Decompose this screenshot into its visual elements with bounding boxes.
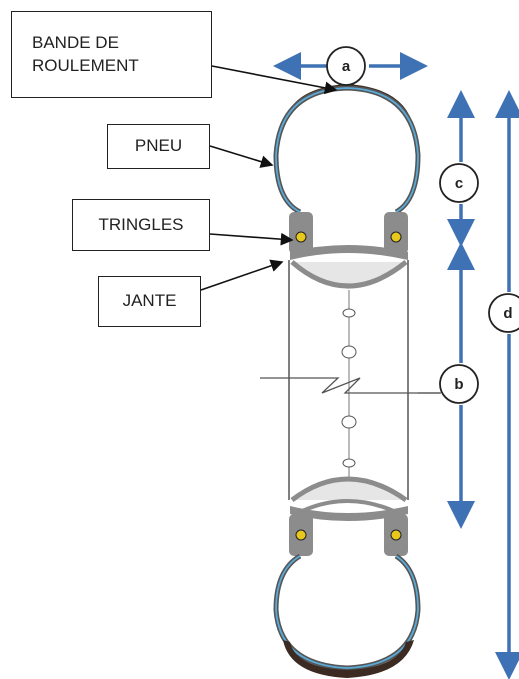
- label-jante: JANTE: [98, 276, 201, 327]
- label-tringles-text: TRINGLES: [98, 214, 184, 234]
- dim-a-letter: a: [342, 58, 351, 75]
- bead-right-top: [390, 231, 402, 243]
- dim-b-marker: b: [439, 364, 479, 404]
- dimension-arrows: [273, 52, 519, 679]
- leader-jante: [200, 259, 284, 291]
- rim-top: [290, 245, 408, 260]
- label-bande-de-roulement-text: BANDE DE ROULEMENT: [32, 32, 139, 75]
- dim-c-marker: c: [439, 163, 479, 203]
- dim-c-letter: c: [455, 175, 463, 192]
- dim-d-letter: d: [503, 305, 512, 322]
- label-tringles: TRINGLES: [72, 199, 210, 251]
- tire-top-body: [273, 85, 421, 215]
- leader-tringles: [209, 232, 294, 246]
- label-bande-de-roulement: BANDE DE ROULEMENT: [11, 11, 212, 98]
- rim-bottom: [290, 476, 408, 503]
- leader-bande: [211, 65, 338, 95]
- leader-pneu: [209, 145, 274, 168]
- bead-right-bottom: [390, 529, 402, 541]
- dim-b-letter: b: [454, 376, 463, 393]
- top-tire: [273, 84, 421, 289]
- bead-left-bottom: [295, 529, 307, 541]
- bead-left-top: [295, 231, 307, 243]
- wheel-center: [260, 260, 440, 500]
- label-jante-text: JANTE: [122, 291, 177, 311]
- dim-d-marker: d: [488, 293, 519, 333]
- label-pneu-text: PNEU: [134, 136, 183, 156]
- bottom-tire: [273, 476, 421, 678]
- tire-bottom-body: [273, 553, 421, 671]
- label-pneu: PNEU: [107, 124, 210, 169]
- tread-bottom: [283, 640, 414, 678]
- break-line: [260, 377, 440, 394]
- dim-a-marker: a: [326, 46, 366, 86]
